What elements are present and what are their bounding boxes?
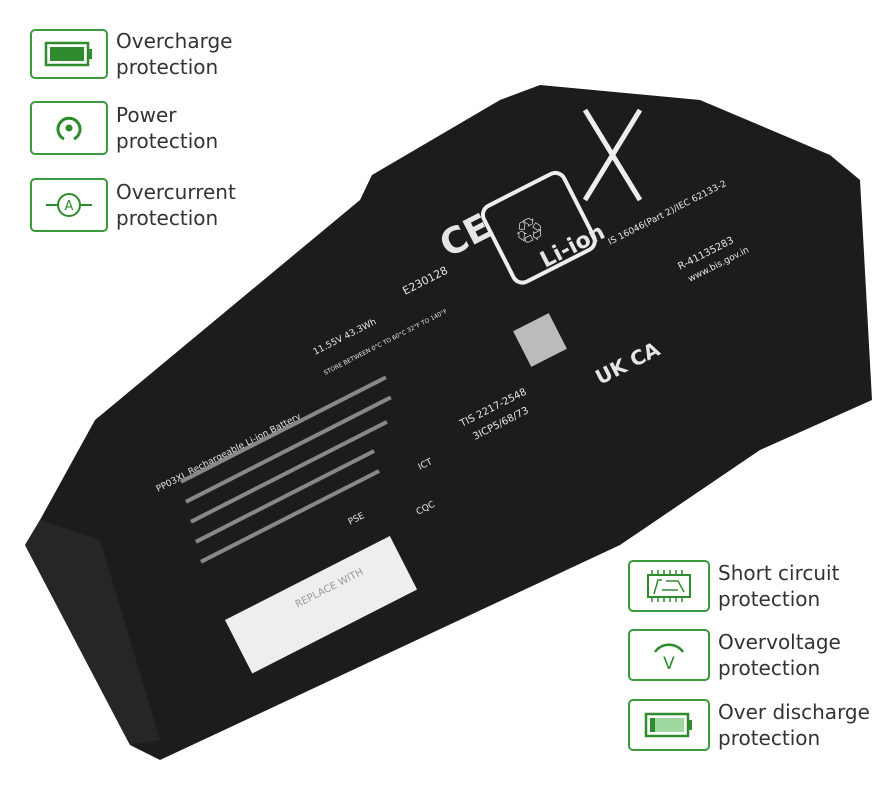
feature-title: Short circuit xyxy=(718,561,840,585)
voltmeter-icon: V xyxy=(653,643,685,672)
battery-full-icon xyxy=(44,41,92,67)
power-icon xyxy=(56,116,82,141)
battery-low-icon xyxy=(644,712,692,738)
svg-text:A: A xyxy=(65,199,74,214)
feature-subtitle: protection xyxy=(718,656,821,680)
feature-subtitle: protection xyxy=(116,55,219,79)
circuit-board-icon xyxy=(647,570,691,602)
feature-subtitle: protection xyxy=(718,587,821,611)
feature-title: Power xyxy=(116,103,177,127)
feature-title: Overcurrent xyxy=(116,180,236,204)
feature-title: Overvoltage xyxy=(718,630,841,654)
feature-subtitle: protection xyxy=(116,206,219,230)
ammeter-icon: A xyxy=(46,193,92,217)
feature-title: Over discharge xyxy=(718,700,870,724)
feature-title: Overcharge xyxy=(116,29,233,53)
svg-text:V: V xyxy=(663,654,675,672)
feature-subtitle: protection xyxy=(116,129,219,153)
feature-subtitle: protection xyxy=(718,726,821,750)
